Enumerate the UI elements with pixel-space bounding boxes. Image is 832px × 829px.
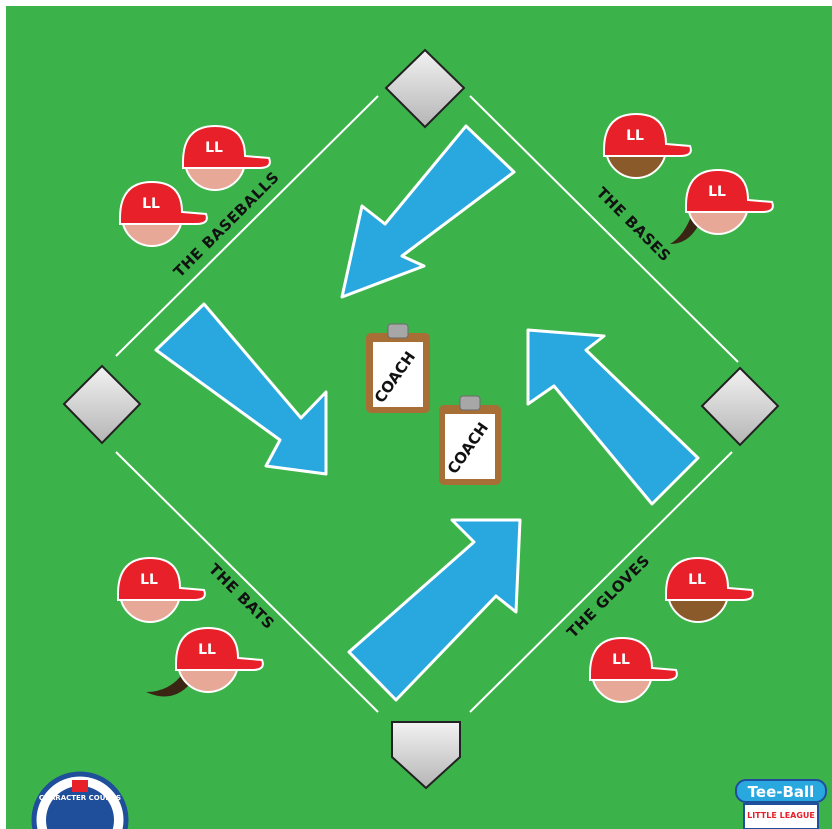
cap-logo-4: LL	[708, 184, 726, 200]
little-league-text: LITTLE LEAGUE	[747, 811, 815, 820]
coach-clipboard-1: COACH	[366, 324, 430, 413]
character-counts-text: CHARACTER COUNTS	[39, 794, 121, 802]
coach-clipboard-2: COACH	[439, 396, 501, 485]
cap-logo-8: LL	[612, 652, 630, 668]
cap-logo-5: LL	[140, 572, 158, 588]
field-grass	[6, 6, 832, 829]
cap-logo-7: LL	[688, 572, 706, 588]
cap-logo-3: LL	[626, 128, 644, 144]
cap-logo-2: LL	[142, 196, 160, 212]
tee-ball-logo: Tee-Ball LITTLE LEAGUE	[736, 780, 826, 829]
cap-logo-1: LL	[205, 140, 223, 156]
cap-logo-6: LL	[198, 642, 216, 658]
tee-ball-title: Tee-Ball	[748, 783, 815, 801]
